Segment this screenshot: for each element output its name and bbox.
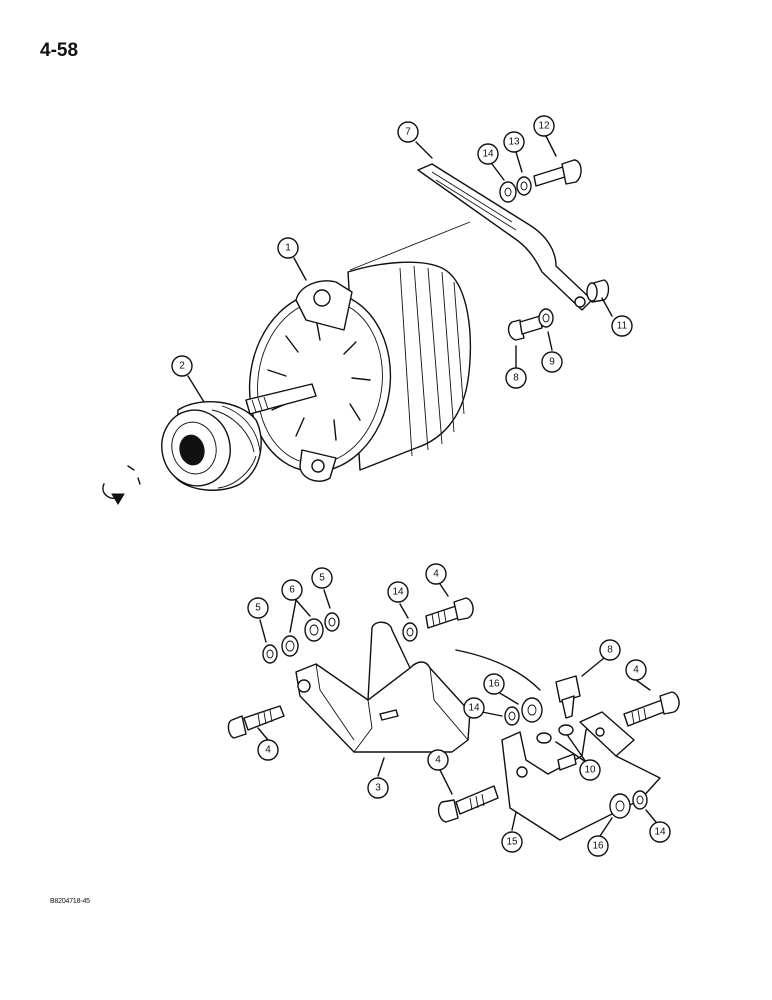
bolt-vertical [555,675,581,719]
callout-4: 4 [427,749,449,771]
mounting-bracket [295,621,471,753]
document-code: B8204718-45 [50,898,90,905]
callout-13: 13 [503,131,525,153]
nut-middle [521,697,543,723]
callout-14: 14 [477,143,499,165]
svg-text:13: 13 [508,137,520,148]
svg-text:8: 8 [513,373,519,384]
svg-text:5: 5 [319,573,325,584]
callout-14: 14 [387,581,409,603]
callout-7: 7 [397,121,419,143]
callout-16: 16 [483,673,505,695]
pulley [161,401,262,491]
callout-2: 2 [171,355,193,377]
svg-text:4: 4 [633,665,639,676]
nut-bottom [609,793,631,819]
callout-9: 9 [541,351,563,373]
callout-5: 5 [247,597,269,619]
svg-text:4: 4 [265,745,271,756]
adjusting-strap [417,163,593,311]
svg-text:14: 14 [468,703,480,714]
washer-bottom [632,790,648,810]
callout-6: 6 [281,579,303,601]
support-bracket [501,711,661,841]
alternator [245,261,472,482]
callout-5: 5 [311,567,333,589]
bolt-top [425,597,474,629]
washer-10 [536,724,574,744]
flat-washer [499,181,517,203]
spacer [586,279,610,303]
svg-text:8: 8 [607,645,613,656]
page-number: 4-58 [40,40,79,61]
callouts: 1 2 7 14 13 12 11 9 8 5 6 5 14 4 8 4 16 … [171,115,671,857]
callout-10: 10 [579,759,601,781]
svg-text:14: 14 [654,827,666,838]
mounting-bracket-assembly [227,597,680,841]
bolt-right [623,691,680,727]
callout-1: 1 [277,237,299,259]
svg-text:7: 7 [405,127,411,138]
svg-text:4: 4 [433,569,439,580]
pivot-washer [538,308,554,328]
callout-4: 4 [425,563,447,585]
svg-text:14: 14 [392,587,404,598]
callout-8: 8 [505,367,527,389]
washer-middle [504,706,520,726]
svg-text:3: 3 [375,783,381,794]
bolt-left [227,705,285,739]
spacer-washers-left [262,635,299,664]
callout-8: 8 [599,639,621,661]
bolt-bottom [437,785,499,823]
callout-4: 4 [625,659,647,681]
callout-12: 12 [533,115,555,137]
svg-text:5: 5 [255,603,261,614]
svg-text:9: 9 [549,357,555,368]
svg-text:2: 2 [179,361,185,372]
callout-11: 11 [611,315,633,337]
svg-text:6: 6 [289,585,295,596]
svg-text:1: 1 [285,243,291,254]
callout-4: 4 [257,739,279,761]
callout-16: 16 [587,835,609,857]
callout-3: 3 [367,777,389,799]
nut-and-washer [102,465,141,505]
svg-text:10: 10 [584,765,596,776]
svg-text:16: 16 [488,679,500,690]
svg-text:16: 16 [592,841,604,852]
spacer-washers-right [304,612,340,642]
leader-lines [187,135,657,837]
callout-14: 14 [649,821,671,843]
callout-14: 14 [463,697,485,719]
svg-text:11: 11 [617,321,628,332]
pivot-bolt [507,315,543,341]
svg-text:12: 12 [538,121,550,132]
callout-15: 15 [501,831,523,853]
svg-text:4: 4 [435,755,441,766]
washer-top [402,622,418,642]
svg-text:14: 14 [482,149,494,160]
alternator-assembly [102,159,610,505]
lock-washer [516,176,532,196]
strap-bolt [533,159,582,187]
svg-text:15: 15 [506,837,518,848]
